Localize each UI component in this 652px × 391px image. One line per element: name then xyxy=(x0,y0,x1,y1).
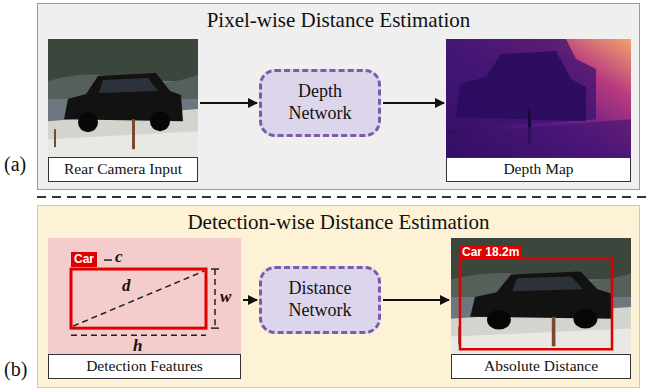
panel-title: Pixel-wise Distance Estimation xyxy=(38,9,639,32)
class-tag: Car 18.2m xyxy=(459,245,522,260)
panel-letter: (b) xyxy=(4,358,27,380)
network-box: Depth Network xyxy=(259,69,381,137)
stage-panel: Pixel-wise Distance EstimationRear Camer… xyxy=(37,3,640,190)
image-area xyxy=(446,39,631,157)
image-block: Rear Camera Input xyxy=(48,39,198,182)
flow-arrow xyxy=(243,299,257,301)
network-label: Distance Network xyxy=(262,274,378,325)
image-area: Car 18.2m xyxy=(451,238,631,354)
image-caption: Detection Features xyxy=(48,354,241,379)
network-label: Depth Network xyxy=(262,77,378,128)
flow-arrow xyxy=(383,299,449,301)
image-block: Depth Map xyxy=(446,39,631,182)
image-block: Car 18.2mAbsolute Distance xyxy=(451,238,631,379)
feature-symbol: d xyxy=(122,277,131,296)
dashed-divider xyxy=(37,196,648,198)
image-area: Car cd w h xyxy=(48,238,241,354)
flow-arrow xyxy=(383,102,444,104)
stage-panel: Detection-wise Distance EstimationCar cd w… xyxy=(37,205,640,388)
panel-letter: (a) xyxy=(4,153,26,175)
flow-arrow xyxy=(200,102,257,104)
panel-title: Detection-wise Distance Estimation xyxy=(38,211,639,234)
network-box: Distance Network xyxy=(259,266,381,334)
feature-symbol: c xyxy=(115,248,123,267)
car-photo xyxy=(48,39,198,157)
image-caption: Rear Camera Input xyxy=(48,157,198,182)
class-tag: Car xyxy=(71,252,97,267)
image-block: Car cd w hDetection Features xyxy=(48,238,241,379)
image-caption: Absolute Distance xyxy=(451,354,631,379)
feature-symbol: h xyxy=(133,337,142,356)
feature-symbol: w xyxy=(220,288,231,307)
depth-map-image xyxy=(446,39,631,157)
image-area xyxy=(48,39,198,157)
image-caption: Depth Map xyxy=(446,157,631,182)
